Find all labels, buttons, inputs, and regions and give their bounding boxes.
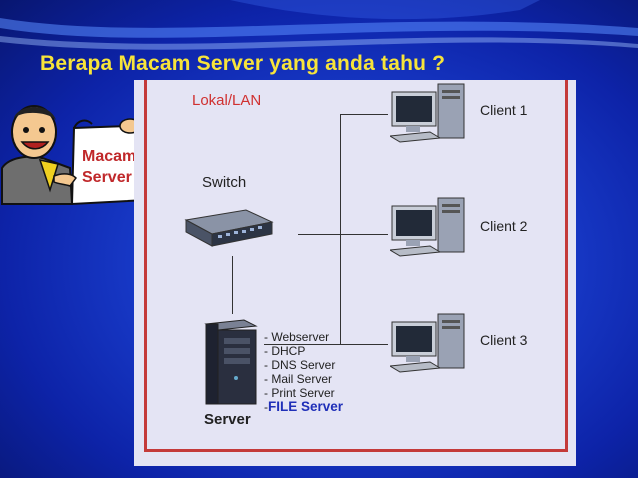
client-1-label: Client 1 [480, 102, 528, 118]
slide-title: Berapa Macam Server yang anda tahu ? [40, 52, 446, 75]
network-switch-icon [184, 209, 274, 247]
wire-client-2 [340, 234, 388, 235]
service-item: - Webserver [264, 330, 330, 344]
server-label: Server [204, 411, 251, 428]
file-server-label: FILE Server [268, 399, 344, 414]
service-item: - Print Server [264, 386, 335, 400]
service-bullet: - [264, 400, 268, 414]
service-item: - DHCP [264, 344, 306, 358]
client-2-label: Client 2 [480, 218, 528, 234]
client-computer-icon [390, 83, 465, 143]
client-3-label: Client 3 [480, 332, 528, 348]
wire-client-1 [340, 114, 388, 115]
wire-client-3 [340, 344, 388, 345]
lan-frame [144, 80, 568, 452]
sign-text: Macam2 Server [82, 146, 145, 188]
lan-label: Lokal/LAN [192, 92, 262, 109]
client-computer-icon [390, 197, 465, 257]
wire-switch-to-hub [298, 234, 346, 235]
wire-backbone [340, 114, 341, 344]
service-item: - DNS Server [264, 358, 336, 372]
sign-line-1: Macam2 [82, 148, 146, 165]
server-tower-icon [204, 319, 258, 405]
network-diagram: Lokal/LAN Switch [134, 80, 576, 466]
service-item-highlighted: -FILE Server [264, 399, 344, 415]
server-services-list: - Webserver - DHCP - DNS Server - Mail S… [264, 330, 343, 414]
header-swoosh [0, 0, 638, 50]
wire-server-services [264, 344, 340, 345]
wire-switch-to-server [232, 256, 233, 314]
service-item: - Mail Server [264, 372, 333, 386]
sign-line-2: Server [82, 169, 132, 186]
client-computer-icon [390, 313, 465, 373]
switch-label: Switch [202, 174, 247, 191]
